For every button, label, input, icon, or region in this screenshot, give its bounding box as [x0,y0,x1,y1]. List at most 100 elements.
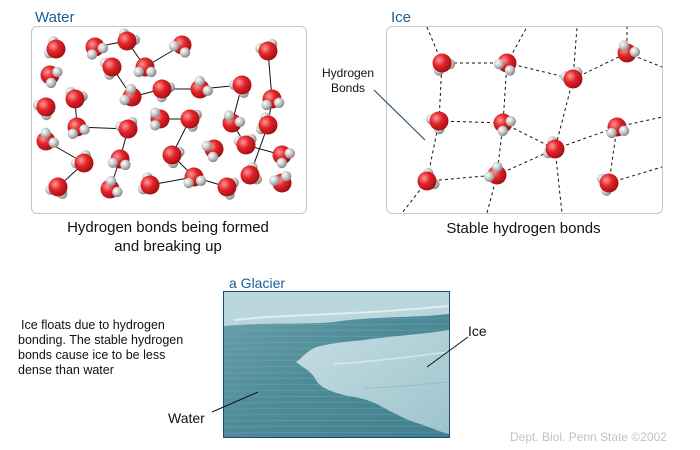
hydrogen-atom [133,66,144,78]
water-caption-line1: Hydrogen bonds being formed [67,219,269,236]
water-molecule [256,112,278,135]
hydrogen-bonds-label-line2: Bonds [331,81,366,95]
oxygen-atom [417,171,437,191]
oxygen-atom [258,115,278,135]
water-molecule [255,39,278,61]
water-molecule [115,117,138,139]
water-molecule [100,175,123,199]
water-molecule [432,53,456,76]
water-molecule [67,117,90,139]
glacier-water-label: Water [168,410,205,426]
oxygen-atom [236,135,256,155]
water-molecule [190,75,213,99]
hydrogen-bonds-label-line1: Hydrogen [322,66,375,80]
water-molecule [484,161,507,185]
hydrogen-bonds-label: Hydrogen Bonds [322,66,374,96]
hydrogen-bond [502,62,508,124]
water-molecule [272,145,295,169]
water-molecule [240,162,262,185]
hydrogen-atom [67,128,78,139]
hydrogen-atom [79,124,90,135]
oxygen-atom [102,57,122,77]
hydrogen-bond [502,122,556,150]
ice-floats-explanation: Ice floats due to hydrogen bonding. The … [18,318,218,378]
hydrogen-atom [146,66,157,78]
water-molecule [228,75,252,98]
oxygen-atom [46,39,66,59]
hydrogen-bond [554,148,563,213]
water-molecule [152,79,175,103]
water-molecule [119,83,142,107]
hydrogen-atom [48,137,59,148]
water-molecule [36,127,59,151]
hydrogen-atom [52,66,63,78]
oxygen-atom [36,97,56,117]
water-molecule [70,150,94,173]
water-molecule [107,149,131,171]
hydrogen-atom [149,120,161,131]
oxygen-atom [563,69,583,89]
explanation-line2: bonding. The stable hydrogen [18,333,184,347]
oxygen-atom [258,41,278,61]
water-molecule [217,177,239,200]
water-molecule [168,35,192,58]
oxygen-atom [117,31,137,51]
water-molecule [493,53,517,76]
oxygen-atom [240,165,260,185]
hydrogen-atom [505,116,516,127]
water-molecule [543,136,565,159]
water-molecule [597,173,619,196]
hydrogen-bond [554,78,574,150]
hydrogen-atom [149,107,161,118]
explanation-line1: Ice floats due to hydrogen [21,318,165,332]
water-molecule [180,109,202,132]
water-caption-line2: and breaking up [114,238,222,255]
hydrogen-atom [97,42,109,54]
hydrogen-atom [492,161,503,173]
hydrogen-atom [107,157,119,168]
hydrogen-atom [629,46,641,58]
hydrogen-bond [554,126,618,150]
water-molecule [40,65,63,89]
hydrogen-atom [234,116,246,128]
glacier-photo [223,291,450,438]
water-molecule [222,110,246,133]
hydrogen-atom [86,49,98,60]
water-molecule [606,117,630,139]
water-molecule [560,67,583,89]
oxygen-atom [429,111,449,131]
water-molecules-diagram [33,28,295,200]
hydrogen-atom [273,97,285,109]
oxygen-atom [599,173,619,193]
ice-molecule-panel [386,26,663,214]
water-molecule [100,57,122,80]
oxygen-atom [545,139,565,159]
oxygen-atom [48,177,68,197]
water-molecule [261,89,285,111]
hydrogen-atom [223,110,235,121]
oxygen-atom [217,177,237,197]
copyright-credit: Dept. Biol. Penn State ©2002 [510,430,667,444]
water-molecule [269,171,292,193]
water-molecule [85,37,109,60]
water-molecule [33,97,56,121]
hydrogen-atom [112,186,123,198]
water-molecule [133,57,157,78]
hydrogen-atom [125,83,137,95]
water-caption: Hydrogen bonds being formed and breaking… [31,218,305,256]
water-molecule [426,111,449,135]
oxygen-atom [162,145,182,165]
hydrogen-atom [497,125,508,137]
hydrogen-atom [261,99,272,111]
hydrogen-atom [284,148,295,159]
water-molecule [233,133,257,155]
ice-caption: Stable hydrogen bonds [446,220,601,237]
hydrogen-atom [201,140,212,152]
hydrogen-bond [438,120,504,124]
explanation-line3: bonds cause ice to be less [18,348,166,362]
hydrogen-atom [484,171,495,182]
water-molecule [138,172,160,195]
hydrogen-atom [207,151,219,163]
oxygen-atom [65,89,85,109]
hydrogen-atom [105,175,117,187]
